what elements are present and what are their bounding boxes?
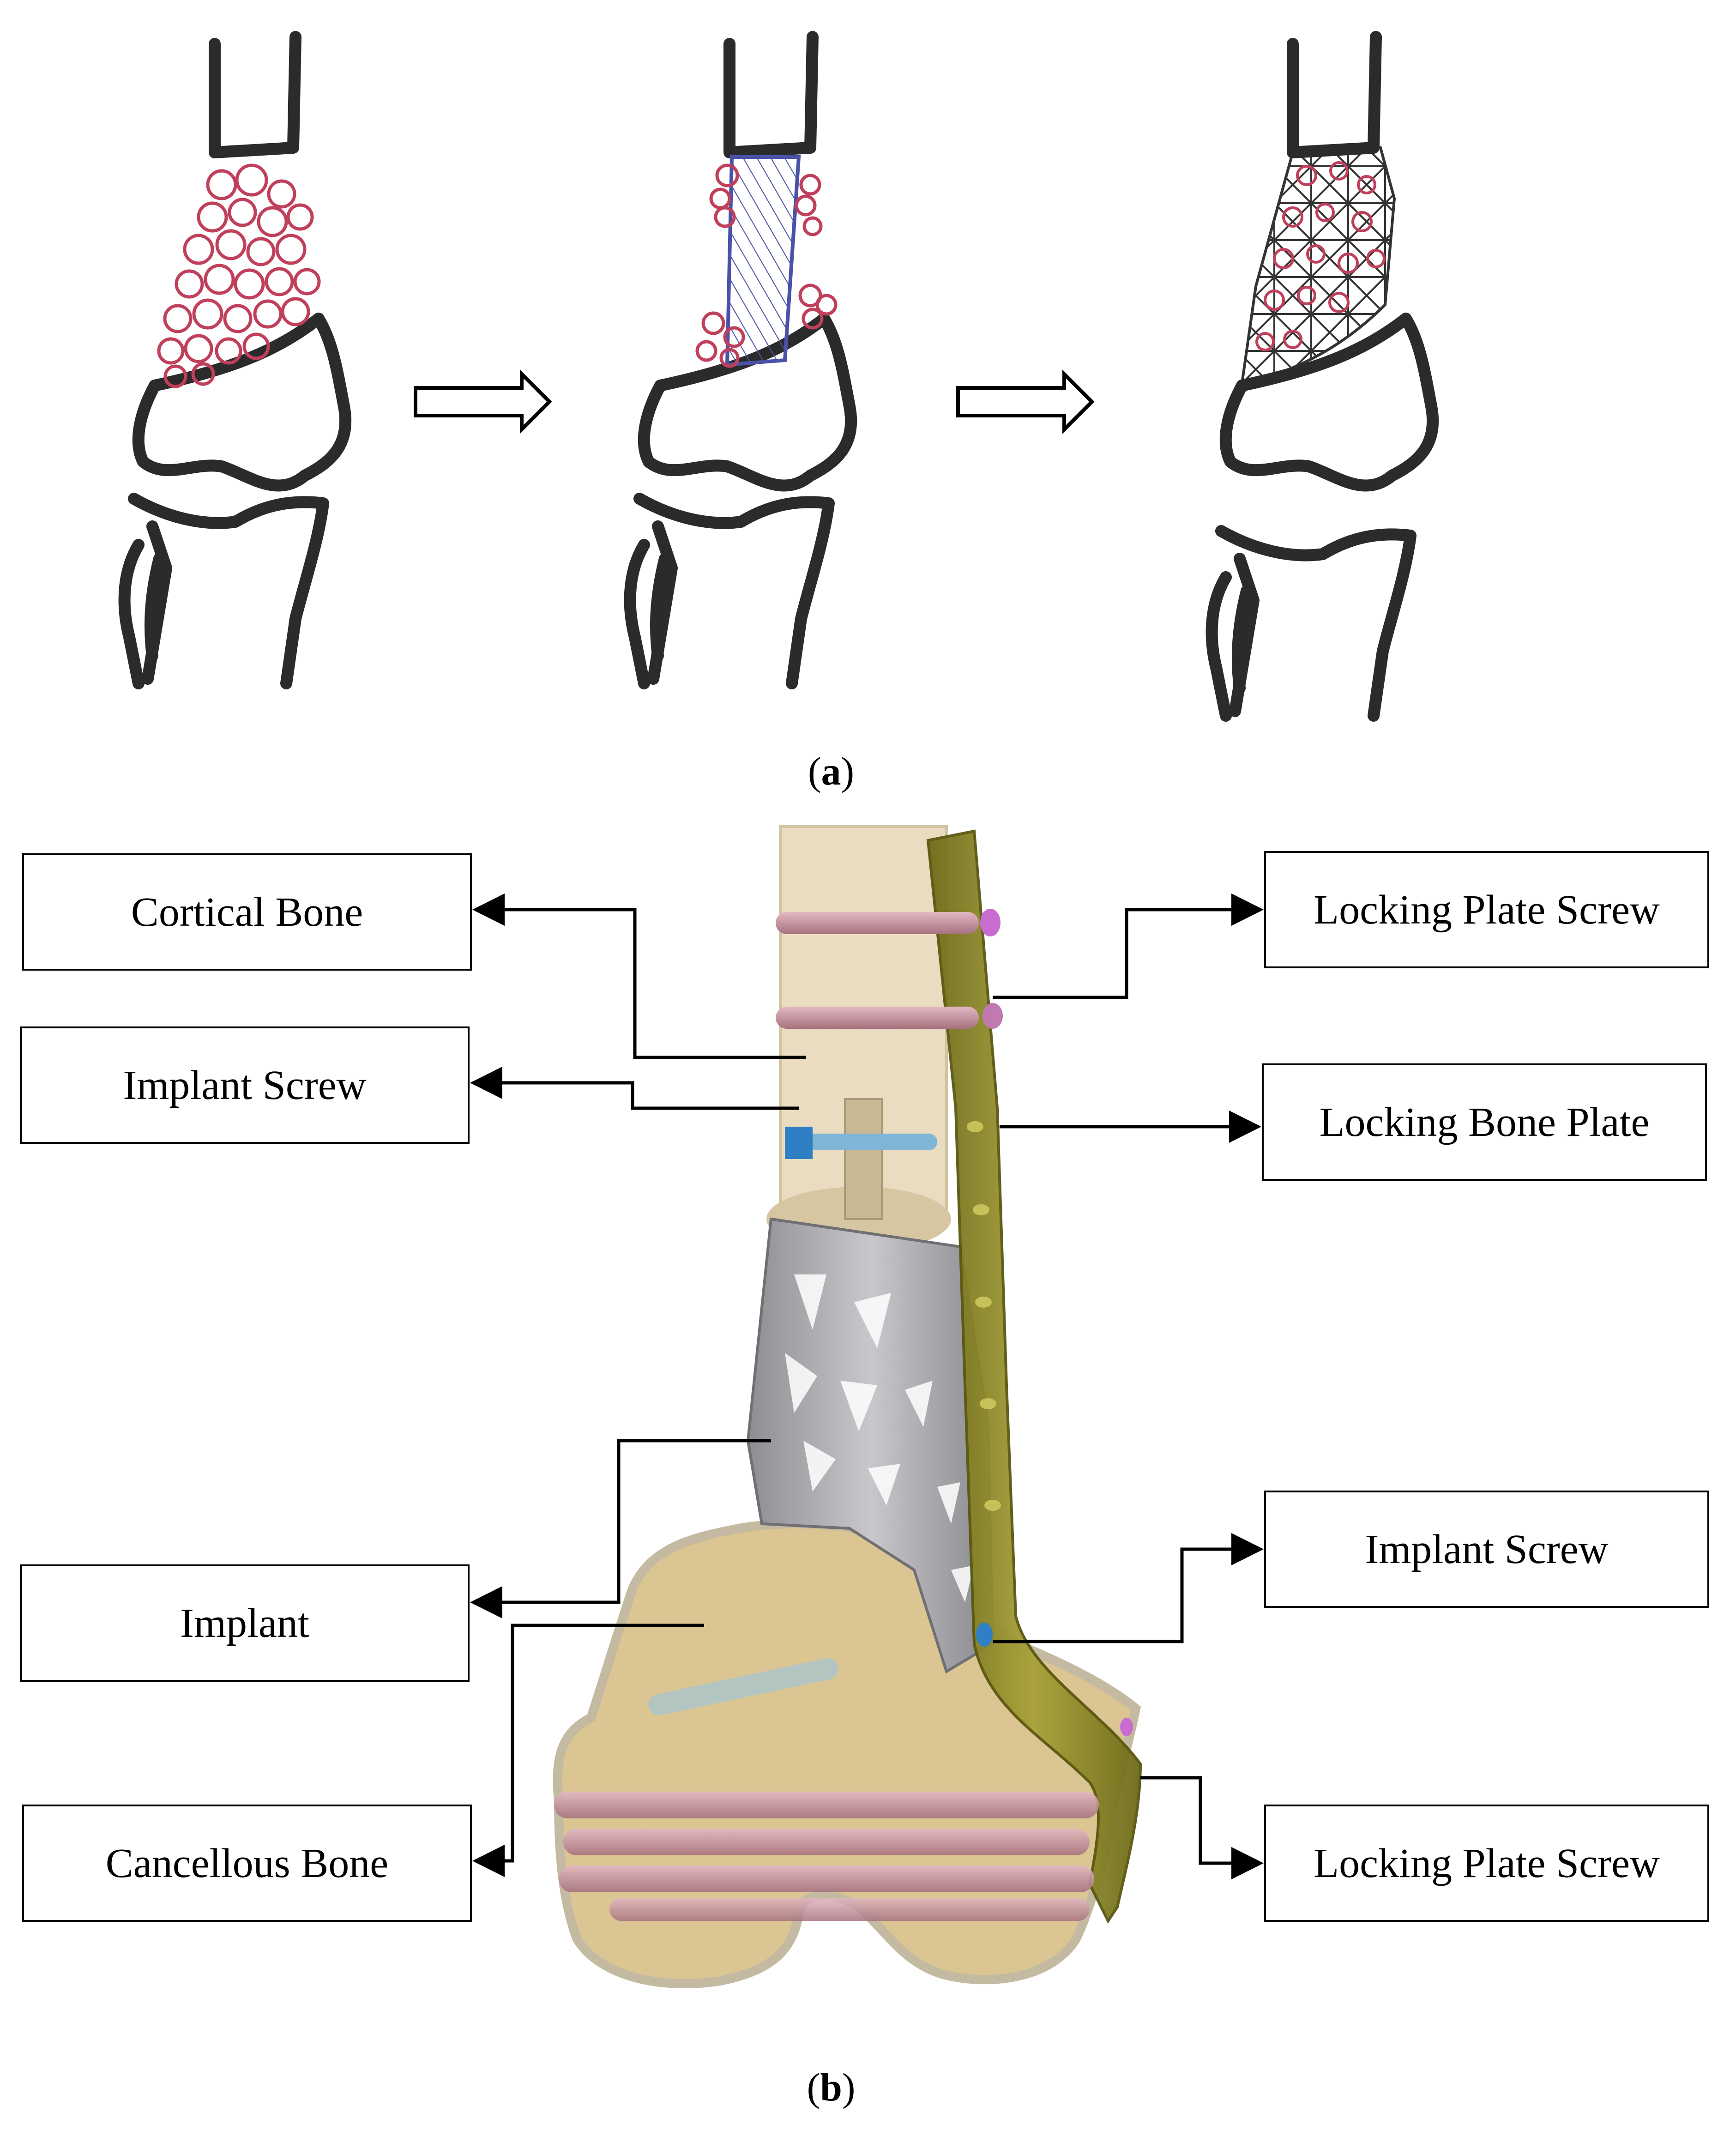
locking-bone-plate-shape: [926, 829, 1142, 1924]
locking-plate-screw-bottom-4: [609, 1898, 1090, 1921]
label-boxes: [20, 851, 1709, 1922]
sketch-bone-scaffold: [1206, 31, 1439, 722]
label-implant: Implant: [180, 1600, 309, 1646]
label-locking-plate-screw-top: Locking Plate Screw: [1314, 887, 1660, 933]
caption-b: (b): [807, 2065, 856, 2109]
locking-plate-screw-bottom-1: [554, 1792, 1099, 1818]
implant-lattice-windows: [785, 1274, 974, 1602]
leader-lines: [470, 893, 1264, 1879]
caption-a-letter: a: [821, 749, 841, 793]
sketch-fibula: [118, 539, 165, 689]
implant-screw-top-head: [785, 1127, 813, 1159]
sketch-tibia: [128, 493, 329, 689]
sketch-femur-condyles: [132, 313, 352, 492]
process-arrow-1: [414, 369, 552, 434]
panel-b: Cortical Bone Implant Screw Implant Canc…: [20, 825, 1709, 1988]
label-texts: Cortical Bone Implant Screw Implant Canc…: [106, 887, 1660, 1886]
graft-granules: [157, 163, 321, 388]
panel-a: [118, 31, 1439, 722]
locking-plate-screw-bottom-2: [563, 1829, 1090, 1855]
caption-b-letter: b: [820, 2065, 842, 2109]
label-cancellous-bone: Cancellous Bone: [106, 1841, 388, 1886]
sketch-shaft-outline: [209, 31, 301, 158]
process-arrow-2: [956, 369, 1095, 434]
implant-screw-bottom-shape: [648, 1658, 838, 1715]
locking-plate-screw-top-1: [776, 912, 979, 934]
screw-head-bottom: [1120, 1718, 1133, 1736]
implant-screw-bottom-head: [976, 1623, 993, 1647]
label-implant-screw-bottom: Implant Screw: [1365, 1527, 1608, 1572]
plate-holes: [967, 1121, 1001, 1511]
locking-plate-screw-bottom-3: [559, 1865, 1094, 1892]
locking-plate-screw-top-2: [776, 1007, 979, 1029]
implant-rod-sketch: [725, 155, 801, 367]
screw-head-top-2: [983, 1003, 1003, 1029]
caption-a: (a): [808, 749, 855, 793]
screw-head-top-1: [980, 909, 1001, 936]
sketch-bone-graft: [118, 31, 352, 689]
label-cortical-bone: Cortical Bone: [131, 889, 363, 935]
implant-screw-top-shape: [794, 1134, 937, 1150]
label-locking-plate-screw-bottom: Locking Plate Screw: [1314, 1841, 1660, 1886]
label-locking-bone-plate: Locking Bone Plate: [1320, 1099, 1650, 1145]
sketch-bone-implant: [624, 31, 857, 689]
implant-post: [844, 1098, 883, 1220]
label-implant-screw-top: Implant Screw: [123, 1062, 366, 1108]
